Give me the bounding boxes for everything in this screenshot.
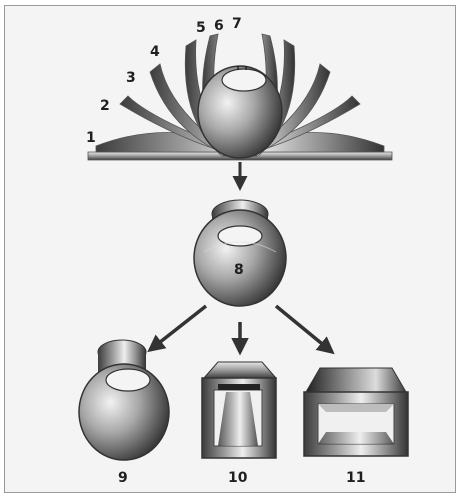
product-label-11: 11	[346, 470, 365, 486]
stage-label-5: 5	[196, 20, 206, 36]
stage-7-seam	[237, 66, 247, 70]
stage-7-tube	[197, 65, 283, 159]
stage-label-3: 3	[126, 70, 136, 86]
stage-label-4: 4	[150, 44, 160, 60]
stage-7-tube-opening	[221, 68, 267, 92]
product-9-round-tube	[78, 339, 170, 461]
product-11-rectangular-tube	[303, 367, 409, 457]
stage-label-7: 7	[232, 16, 242, 32]
stage-label-6: 6	[214, 18, 224, 34]
stage-labels: 1 2 3 4 5 6 7	[86, 16, 242, 146]
tube-label-8: 8	[234, 262, 244, 278]
product-label-10: 10	[228, 470, 248, 486]
arrow-to-product-11	[274, 304, 335, 355]
product-10-square-tube	[201, 361, 278, 459]
stage-label-2: 2	[100, 98, 110, 114]
forming-stages-fan	[87, 33, 393, 161]
arrow-to-product-9	[147, 304, 208, 353]
product-arrows	[147, 304, 335, 356]
stage-label-1: 1	[86, 130, 96, 146]
round-tube-8	[193, 199, 287, 307]
product-label-9: 9	[118, 470, 128, 486]
